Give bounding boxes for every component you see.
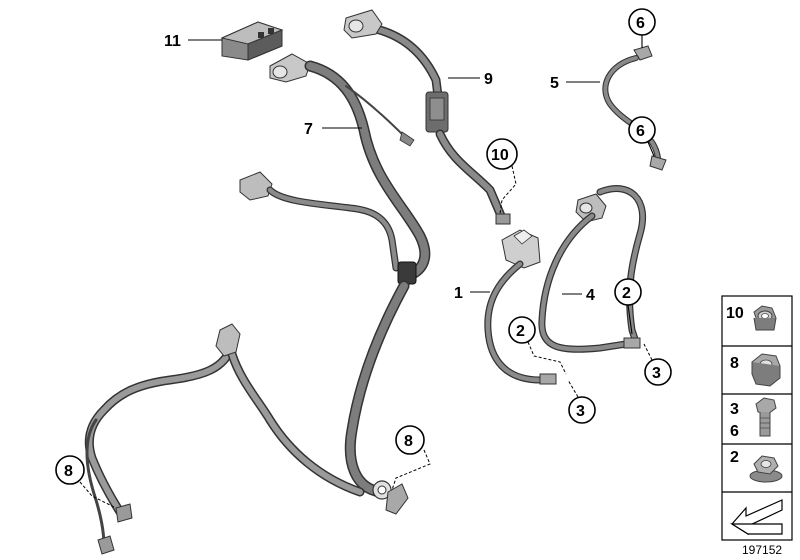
part-1-cable (484, 229, 557, 385)
legend-label-2: 2 (730, 449, 739, 466)
callout-circle-2-mid (508, 316, 536, 344)
callout-9: 9 (484, 71, 493, 88)
callout-11: 11 (164, 33, 181, 50)
callout-circle-6-lower (628, 116, 656, 144)
part-4-cable (538, 185, 647, 353)
part-5-cable (602, 45, 667, 171)
arrow-icon (729, 499, 783, 536)
callout-circle-3-mid (568, 396, 596, 424)
callout-circle-8-left (55, 455, 85, 485)
callout-7: 7 (304, 121, 313, 138)
callout-8-left: 8 (64, 463, 73, 480)
leader-3-right (643, 343, 653, 361)
callout-1: 1 (454, 285, 463, 302)
bolt-icon (755, 397, 777, 437)
callout-8-mid: 8 (404, 433, 413, 450)
callout-6-top: 6 (636, 15, 645, 32)
callout-4: 4 (586, 287, 595, 304)
collar-nut-icon (753, 305, 777, 331)
callout-5: 5 (550, 75, 559, 92)
legend-label-3: 3 (730, 401, 739, 418)
callout-circle-10 (486, 138, 518, 170)
flange-nut-icon (749, 455, 783, 483)
callout-6-lower: 6 (636, 123, 645, 140)
callout-circle-8-mid (395, 425, 425, 455)
hex-nut-icon (751, 353, 781, 387)
leader-8-mid (391, 449, 431, 491)
leader-3-mid (567, 379, 579, 398)
legend-label-6: 6 (730, 423, 739, 440)
legend-label-10: 10 (726, 305, 744, 322)
leader-6-lower (647, 141, 655, 157)
harness-left (84, 323, 365, 555)
leader-2-right (627, 304, 633, 335)
callout-2-mid: 2 (516, 323, 525, 340)
part-7-cable (239, 53, 431, 515)
part-11-module (220, 21, 284, 61)
leader-10 (499, 165, 517, 215)
leader-2-mid (527, 341, 567, 375)
callout-10: 10 (491, 147, 509, 164)
part-9-cable (343, 9, 511, 225)
leader-8-left (79, 481, 117, 509)
callout-3-mid: 3 (576, 403, 585, 420)
callout-2-right: 2 (622, 285, 631, 302)
diagram-reference-number: 197152 (742, 543, 782, 557)
legend-label-8: 8 (730, 355, 739, 372)
fastener-legend: 10 8 3 6 2 (721, 295, 793, 541)
callout-circle-3-right (644, 358, 672, 386)
callout-3-right: 3 (652, 365, 661, 382)
